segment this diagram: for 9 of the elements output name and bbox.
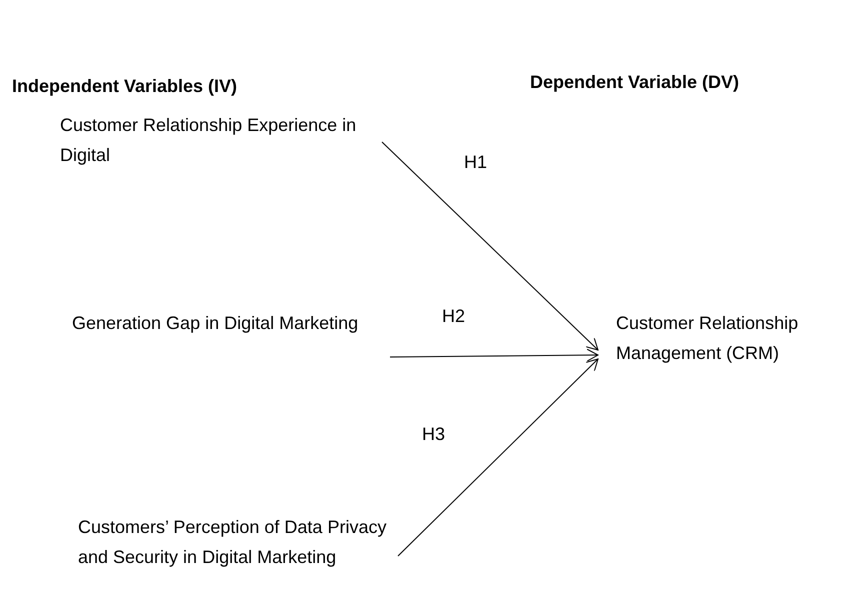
column-heading: Dependent Variable (DV) [530,72,740,93]
arrow [390,348,598,362]
variable-text: Customer Relationship Experience in Digital [60,114,358,167]
column-heading: Independent Variables (IV) [12,76,238,97]
arrow [398,358,598,556]
variable-text: Customer Relationship Management (CRM) [616,312,800,365]
variable-text: Customers’ Perception of Data Privacy and Security in Digital Marketing [78,516,388,569]
arrow [382,142,598,350]
variable-text: Generation Gap in Digital Marketing [72,312,360,335]
